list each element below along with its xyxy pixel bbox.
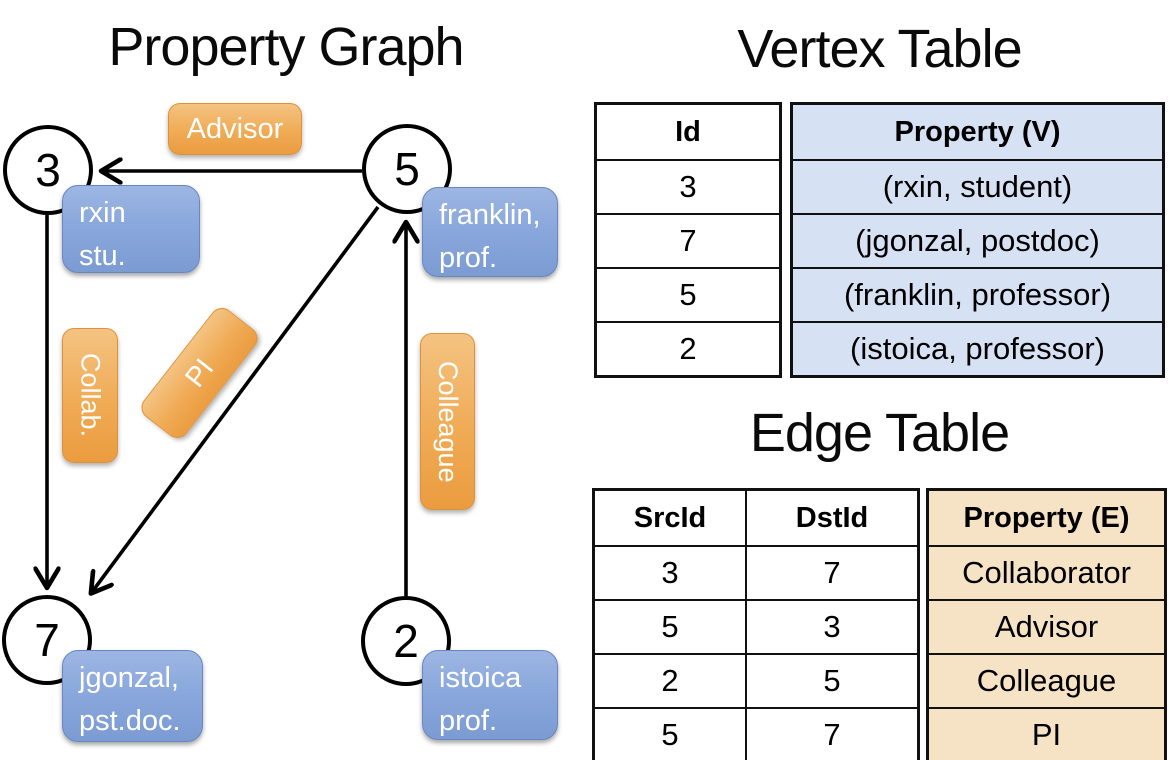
edge-table-cell-src: 5 (661, 609, 679, 644)
edge-table-cell-src: 5 (661, 717, 679, 752)
vertex-table-cell-id: 5 (597, 267, 779, 321)
vertex-id: 5 (394, 143, 420, 195)
vertex-property-line: jgonzal, (79, 662, 179, 694)
vertex-table-header-property: Property (V) (894, 115, 1061, 148)
edge-label-advisor: Advisor (168, 103, 302, 155)
vertex-node-2: 2 (361, 596, 451, 686)
edge-table-row: 2 5 (595, 653, 917, 707)
edge-table-header-row: SrcId DstId (595, 491, 917, 545)
edge-table-header-srcid: SrcId (633, 501, 707, 534)
edge-table-row: 5 3 (595, 599, 917, 653)
edge-table-cell-src: 3 (661, 555, 679, 590)
vertex-property-line: istoica (439, 662, 522, 694)
edge-table-cell-dst: 5 (745, 655, 917, 707)
edge-table-header-property: Property (E) (963, 501, 1130, 534)
edge-label-colleague: Colleague (420, 333, 475, 510)
edge-label-collab: Collab. (62, 328, 118, 463)
vertex-id: 3 (35, 144, 61, 196)
edge-table: SrcId DstId 3 7 5 3 2 5 5 7 Property (E)… (592, 488, 1167, 760)
edge-table-property-column: Property (E) Collaborator Advisor Collea… (926, 488, 1167, 760)
edge-table-src-dst-columns: SrcId DstId 3 7 5 3 2 5 5 7 (592, 488, 920, 760)
vertex-property-line: prof. (439, 704, 498, 737)
edge-table-cell-property: Advisor (929, 599, 1164, 653)
vertex-table-cell-property: (jgonzal, postdoc) (793, 213, 1162, 267)
vertex-table-id-column: Id 3 7 5 2 (594, 102, 782, 378)
vertex-property-line: stu. (79, 239, 126, 272)
edge-table-row: 3 7 (595, 545, 917, 599)
edge-table-title: Edge Table (749, 403, 1010, 463)
edge-table-cell-dst: 7 (745, 547, 917, 599)
edge-table-row: 5 7 (595, 707, 917, 760)
vertex-table: Id 3 7 5 2 Property (V) (rxin, student) … (594, 102, 1165, 378)
vertex-id: 2 (393, 615, 419, 667)
edge-table-cell-property: PI (929, 707, 1164, 760)
vertex-table-property-column: Property (V) (rxin, student) (jgonzal, p… (790, 102, 1165, 378)
vertex-table-header-id: Id (675, 115, 701, 148)
vertex-table-title: Vertex Table (737, 19, 1022, 79)
vertex-property-box-7: jgonzal, pst.doc. (62, 650, 203, 742)
vertex-property-line: pst.doc. (79, 704, 181, 737)
vertex-property-box-5: franklin, prof. (422, 187, 558, 277)
edge-table-cell-property: Collaborator (929, 545, 1164, 599)
edge-table-cell-dst: 3 (745, 601, 917, 653)
vertex-table-cell-property: (franklin, professor) (793, 267, 1162, 321)
vertex-property-line: prof. (439, 241, 498, 274)
vertex-table-cell-property: (rxin, student) (793, 159, 1162, 213)
vertex-table-cell-id: 7 (597, 213, 779, 267)
vertex-property-line: franklin, (439, 199, 541, 231)
edge-table-cell-dst: 7 (745, 709, 917, 760)
vertex-property-box-3: rxin stu. (62, 185, 200, 273)
edge-table-cell-src: 2 (661, 663, 679, 698)
vertex-table-cell-property: (istoica, professor) (793, 321, 1162, 375)
vertex-property-line: rxin (79, 197, 126, 229)
edge-5-to-7-arrow (92, 205, 380, 592)
vertex-id: 7 (34, 614, 60, 666)
vertex-property-box-2: istoica prof. (422, 650, 558, 740)
property-graph-title: Property Graph (108, 17, 464, 77)
vertex-table-cell-id: 3 (597, 159, 779, 213)
graph-edges-canvas (0, 0, 585, 596)
edge-table-cell-property: Colleague (929, 653, 1164, 707)
edge-table-header-dstid: DstId (745, 491, 917, 545)
vertex-table-cell-id: 2 (597, 321, 779, 375)
vertex-node-5: 5 (362, 124, 452, 214)
